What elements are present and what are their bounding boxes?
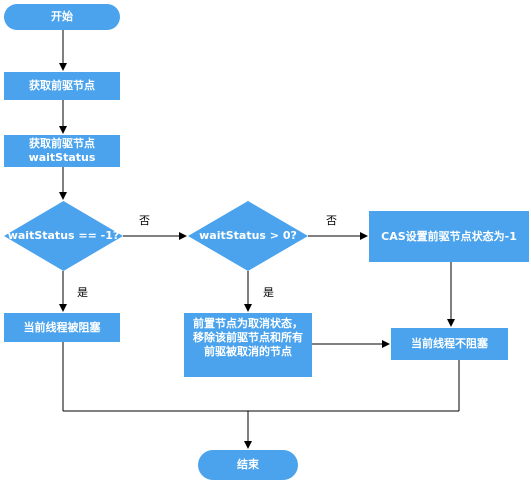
cas-set-status-label: CAS设置前驱节点状态为-1 — [381, 229, 517, 243]
remove-cancelled-label: 前置节点为取消状态， 移除该前驱节点和所有 前驱被取消的节点 — [193, 317, 303, 358]
edge-label-yes-1: 是 — [77, 286, 88, 299]
get-wait-status-node: 获取前驱节点 waitStatus — [4, 135, 120, 167]
remove-cancelled-node: 前置节点为取消状态， 移除该前驱节点和所有 前驱被取消的节点 — [184, 313, 312, 377]
cas-set-status-node: CAS设置前驱节点状态为-1 — [369, 211, 529, 262]
edge-label-no-1: 否 — [139, 214, 150, 227]
thread-blocked-label: 当前线程被阻塞 — [23, 320, 101, 334]
start-node: 开始 — [4, 4, 120, 30]
decision-gt-zero-label: waitStatus > 0? — [199, 229, 297, 242]
decision-diamond-shape — [4, 201, 123, 271]
start-label: 开始 — [51, 10, 73, 23]
end-node: 结束 — [198, 450, 298, 480]
decision-diamond-shape — [188, 201, 308, 271]
decision-wait-status-gt-zero: waitStatus > 0? — [188, 201, 308, 271]
end-label: 结束 — [237, 458, 259, 471]
edge-label-no-2: 否 — [326, 214, 337, 227]
get-wait-status-label: 获取前驱节点 waitStatus — [28, 137, 96, 164]
decision-wait-status-minus-one: waitStatus == -1? — [4, 201, 123, 271]
thread-blocked-node: 当前线程被阻塞 — [4, 313, 120, 342]
decision-minus-one-label: waitStatus == -1? — [7, 229, 120, 242]
thread-not-blocked-node: 当前线程不阻塞 — [391, 328, 508, 360]
get-predecessor-node: 获取前驱节点 — [4, 72, 120, 100]
edge-label-yes-2: 是 — [263, 286, 274, 299]
get-predecessor-label: 获取前驱节点 — [29, 79, 95, 92]
thread-not-blocked-label: 当前线程不阻塞 — [411, 337, 488, 350]
